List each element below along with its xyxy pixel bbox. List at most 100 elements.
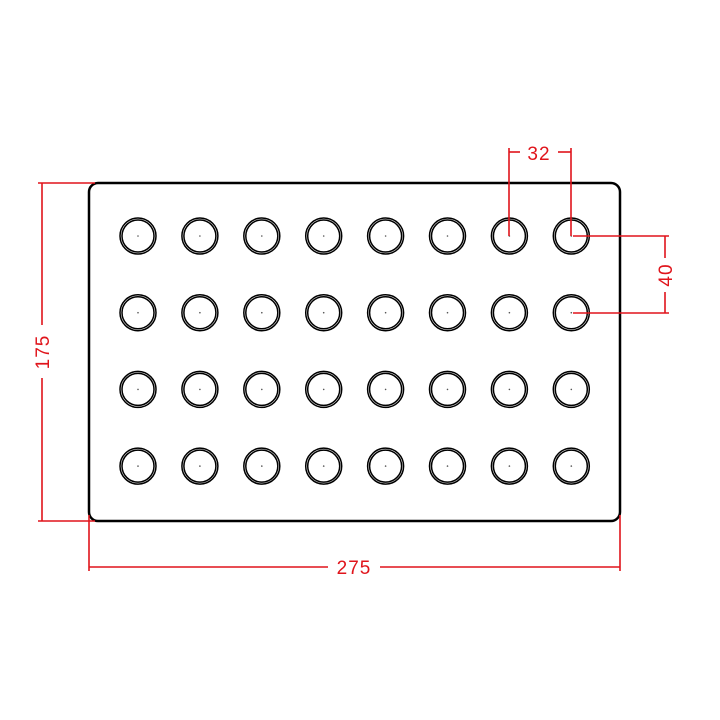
hole-ring	[121, 372, 155, 407]
hole-center-mark	[446, 388, 449, 391]
hole-ring	[490, 293, 529, 332]
hole-ring	[492, 295, 527, 330]
hole-center-mark	[322, 311, 325, 314]
hole-center-mark	[508, 311, 511, 314]
hole-ring	[183, 449, 217, 483]
hole	[243, 217, 281, 255]
hole-center-mark	[322, 235, 325, 237]
hole-ring	[490, 370, 529, 409]
hole-ring	[121, 449, 155, 483]
hole-ring	[554, 449, 589, 483]
hole-ring	[428, 293, 467, 332]
hole-ring	[243, 217, 281, 255]
hole-ring	[306, 372, 341, 407]
hole-ring	[304, 217, 343, 255]
hole-ring	[243, 293, 281, 332]
hole	[428, 217, 467, 255]
hole-ring	[243, 447, 281, 485]
hole	[304, 293, 343, 332]
hole-ring	[121, 219, 155, 253]
hole-ring	[368, 449, 403, 483]
hole-center-mark	[199, 465, 201, 467]
hole	[552, 447, 591, 485]
hole	[181, 217, 219, 255]
pitch-y-dimension: 40	[573, 235, 677, 314]
hole	[490, 447, 529, 485]
hole-grid	[119, 217, 591, 485]
hole	[366, 447, 405, 485]
hole-ring	[119, 370, 157, 409]
hole	[366, 293, 405, 332]
hole-ring	[428, 217, 467, 255]
hole-center-mark	[137, 465, 139, 467]
hole-ring	[430, 372, 465, 407]
hole-ring	[181, 293, 219, 332]
hole-center-mark	[446, 465, 449, 467]
hole	[119, 293, 157, 332]
height-dimension: 175	[33, 182, 95, 522]
hole-center-mark	[261, 311, 263, 314]
hole-center-mark	[261, 235, 263, 237]
hole-center-mark	[570, 311, 573, 314]
hole-ring	[366, 293, 405, 332]
hole	[243, 370, 281, 409]
hole	[119, 370, 157, 409]
hole-center-mark	[199, 388, 201, 391]
hole-center-mark	[199, 235, 201, 237]
hole-ring	[368, 219, 403, 253]
hole-ring	[245, 449, 279, 483]
pitch-y-label: 40	[656, 263, 677, 286]
hole	[243, 447, 281, 485]
hole-ring	[119, 447, 157, 485]
hole-center-mark	[137, 235, 139, 237]
hole-center-mark	[261, 388, 263, 391]
hole	[552, 370, 591, 409]
pitch-x-label: 32	[527, 144, 550, 165]
hole-center-mark	[137, 388, 139, 391]
hole-center-mark	[570, 388, 573, 391]
hole-ring	[492, 372, 527, 407]
hole-ring	[430, 295, 465, 330]
hole-ring	[552, 370, 591, 409]
hole-ring	[245, 295, 279, 330]
hole-ring	[181, 370, 219, 409]
hole-ring	[245, 219, 279, 253]
hole-ring	[304, 370, 343, 409]
hole-center-mark	[384, 465, 387, 467]
hole	[304, 370, 343, 409]
hole-center-mark	[384, 311, 387, 314]
hole-ring	[554, 372, 589, 407]
hole-center-mark	[508, 388, 511, 391]
height-label: 175	[33, 335, 54, 370]
hole-ring	[430, 219, 465, 253]
hole-ring	[183, 219, 217, 253]
pitch-x-dimension: 32	[508, 144, 572, 236]
hole	[181, 370, 219, 409]
hole-ring	[366, 217, 405, 255]
hole	[428, 447, 467, 485]
hole-ring	[492, 449, 527, 483]
hole-ring	[552, 447, 591, 485]
hole-ring	[304, 447, 343, 485]
hole	[304, 447, 343, 485]
hole-center-mark	[570, 465, 573, 467]
hole-center-mark	[137, 311, 139, 314]
hole	[119, 447, 157, 485]
hole-ring	[119, 293, 157, 332]
hole-center-mark	[446, 235, 449, 237]
hole-ring	[366, 370, 405, 409]
hole-ring	[368, 295, 403, 330]
hole-ring	[428, 447, 467, 485]
hole-ring	[121, 295, 155, 330]
hole-ring	[306, 295, 341, 330]
hole-ring	[183, 295, 217, 330]
hole-ring	[119, 217, 157, 255]
hole-center-mark	[322, 465, 325, 467]
hole	[119, 217, 157, 255]
hole-center-mark	[322, 388, 325, 391]
hole	[428, 293, 467, 332]
hole	[181, 293, 219, 332]
hole-ring	[306, 449, 341, 483]
plate-outline	[87, 181, 622, 523]
